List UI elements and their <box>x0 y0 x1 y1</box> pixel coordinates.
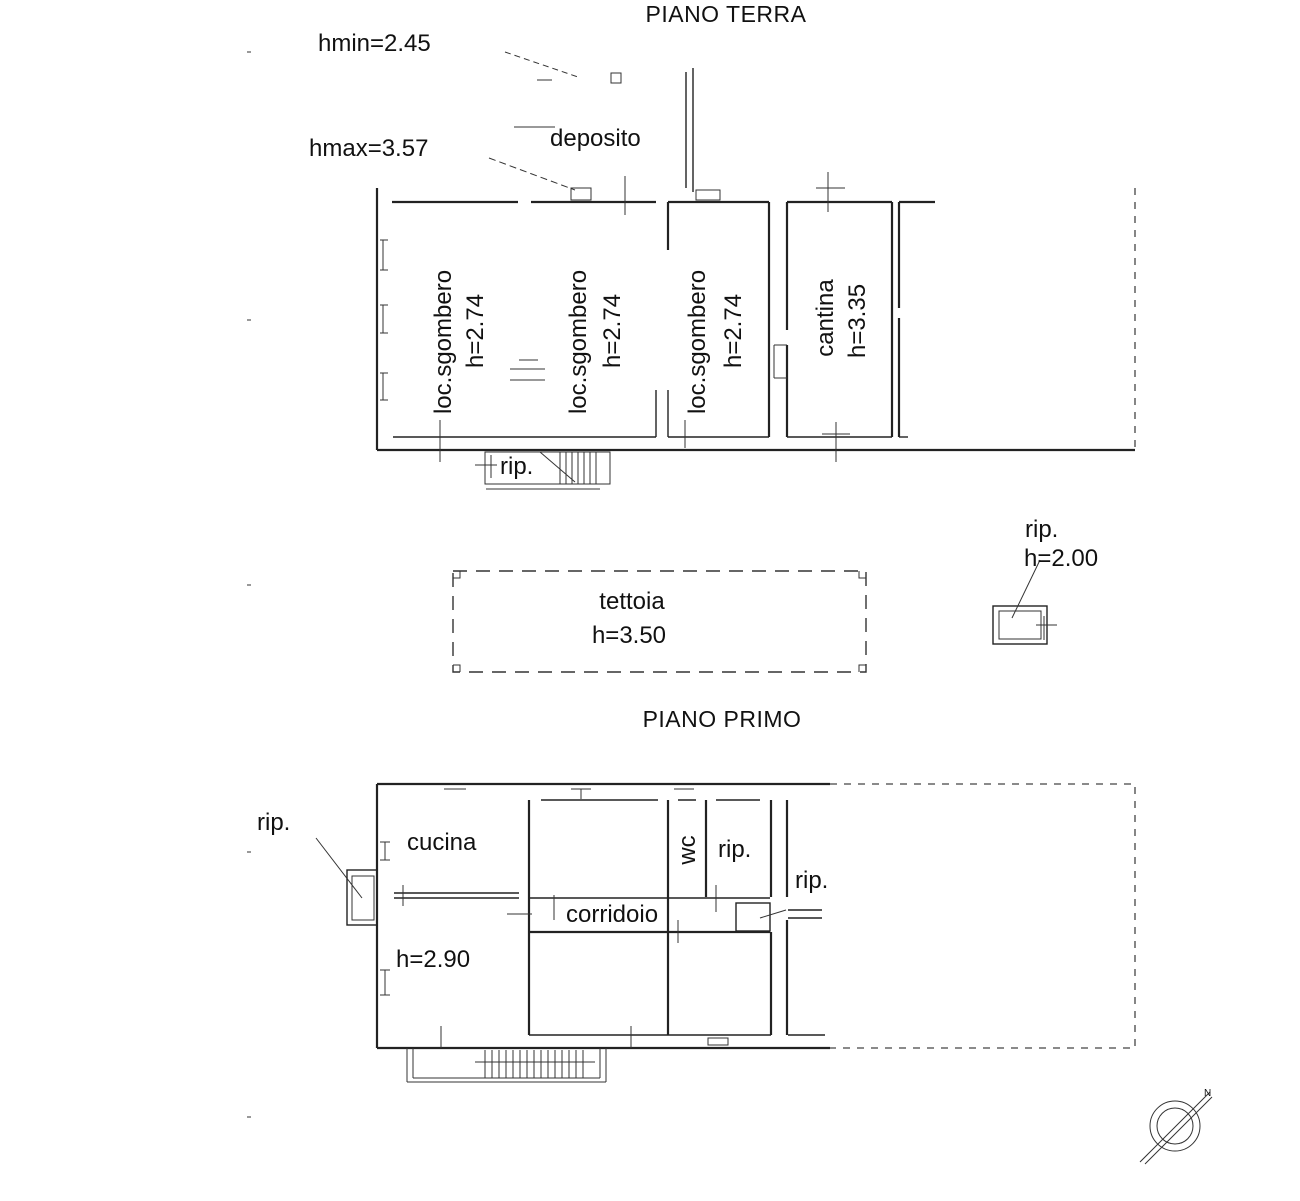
wc-label-group: wc <box>674 835 701 865</box>
cantina-height: h=3.35 <box>844 284 871 358</box>
deposito-label: deposito <box>550 125 641 152</box>
ground-floor-walls <box>375 172 1135 462</box>
room2-height-label: h=2.74 <box>599 294 626 368</box>
room1-name: loc.sgombero <box>430 270 457 414</box>
room1-label: loc.sgombero <box>430 270 457 414</box>
hmax-label: hmax=3.57 <box>309 135 428 162</box>
tettoia-height: h=3.50 <box>592 622 666 649</box>
first-floor-dashed-annex <box>830 783 1136 1049</box>
cantina-name: cantina <box>812 279 839 357</box>
external-rip-box <box>992 559 1057 645</box>
room3-name: loc.sgombero <box>684 270 711 414</box>
hmin-label: hmin=2.45 <box>318 30 431 57</box>
cantina-height-label: h=3.35 <box>844 284 871 358</box>
room3-height: h=2.74 <box>720 294 747 368</box>
cantina-label: cantina <box>812 279 839 357</box>
compass-north-label: N <box>1204 1088 1211 1099</box>
tettoia-label: tettoia <box>599 588 665 615</box>
room1-height: h=2.74 <box>462 294 489 368</box>
room1-height-label: h=2.74 <box>462 294 489 368</box>
external-rip-label: rip. <box>1025 516 1058 543</box>
ground-rip-label: rip. <box>500 453 533 480</box>
wc-label: wc <box>674 835 701 865</box>
room3-label: loc.sgombero <box>684 270 711 414</box>
tettoia-outline <box>452 570 867 673</box>
page-edge-marks <box>247 51 251 1118</box>
room2-name: loc.sgombero <box>565 270 592 414</box>
deposito-area-lines <box>488 51 721 201</box>
first-rip-niche <box>315 837 378 926</box>
ground-floor-title: PIANO TERRA <box>646 1 807 27</box>
room3-height-label: h=2.74 <box>720 294 747 368</box>
external-rip-height: h=2.00 <box>1024 545 1098 572</box>
first-floor-stair <box>406 1048 607 1083</box>
cucina-height: h=2.90 <box>396 946 470 973</box>
ground-entry-stair <box>475 451 611 490</box>
room2-label: loc.sgombero <box>565 270 592 414</box>
first-floor-title: PIANO PRIMO <box>643 706 802 732</box>
first-rip-left-label: rip. <box>257 809 290 836</box>
first-floor-walls <box>375 782 830 1050</box>
cucina-label: cucina <box>407 829 477 856</box>
corridoio-label: corridoio <box>566 901 658 928</box>
compass-icon <box>1139 1091 1213 1165</box>
first-rip-center-label: rip. <box>718 836 751 863</box>
first-rip-right-label: rip. <box>795 867 828 894</box>
room2-height: h=2.74 <box>599 294 626 368</box>
